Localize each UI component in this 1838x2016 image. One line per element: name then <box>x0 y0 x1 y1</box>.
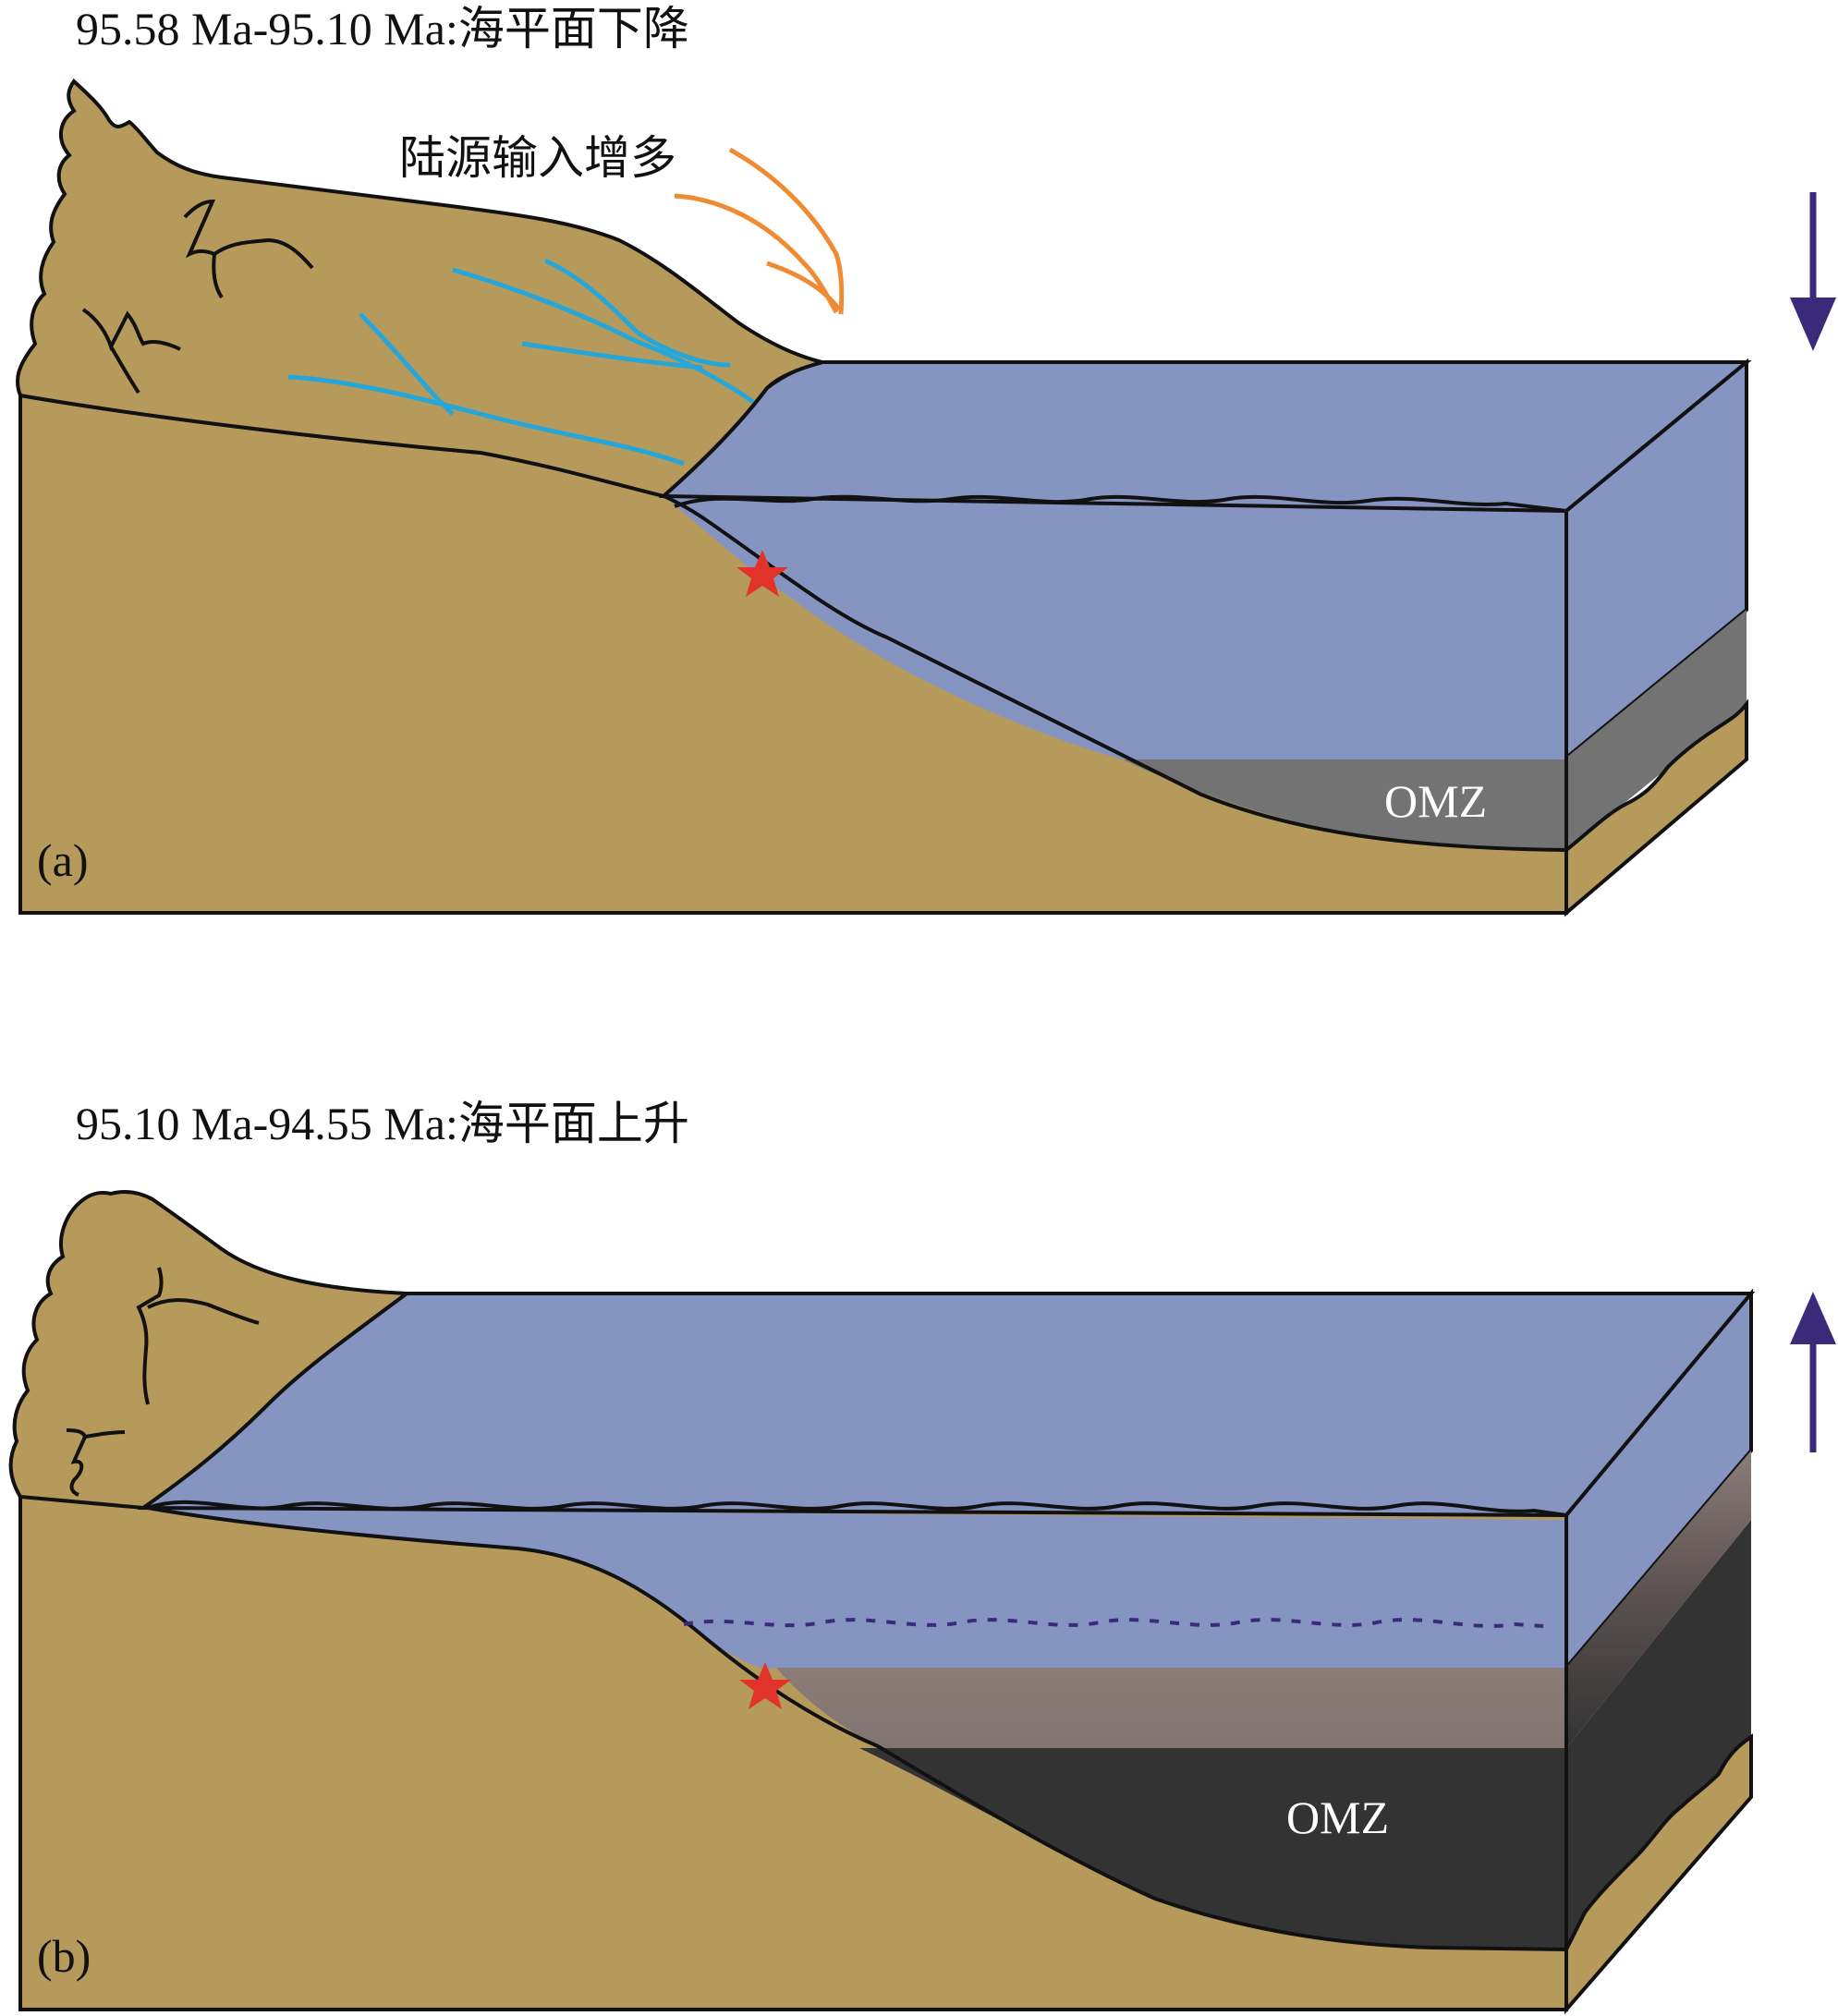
panel-b-seabed-line <box>147 1506 1567 1951</box>
panel-b-ridge-line-1 <box>136 1267 260 1405</box>
panel-a-ridge-line-1 <box>183 199 314 299</box>
panel-b-side-land <box>1564 1733 1753 2015</box>
panel-a-water-section <box>663 496 1566 759</box>
panel-a-omz-zone <box>1123 759 1566 850</box>
panel-b-side-transition <box>1566 1451 1751 1748</box>
panel-a-ridge-line-2 <box>81 308 181 395</box>
runoff-arrow-icon <box>674 147 845 315</box>
panel-b-water-section <box>148 1508 1566 1670</box>
panel-a-title: 95.58 Ma-95.10 Ma:海平面下降 <box>76 3 689 55</box>
panel-b-water-top <box>137 1292 1756 1518</box>
panel-a-rivers <box>287 258 755 467</box>
panel-a-wave-line <box>674 494 1567 513</box>
panel-b-omz-core <box>859 1748 1566 1949</box>
panel-b-side-omz <box>1566 1520 1751 1949</box>
panel-b-land-mass <box>8 1190 412 1511</box>
panel-b-wave-line <box>147 1500 1567 1517</box>
panel-a-label: (a) <box>37 834 89 886</box>
panel-a-annotation: 陆源输入增多 <box>399 132 676 184</box>
panel-b-ridge-line-2 <box>66 1428 126 1497</box>
sea-level-up-arrow <box>1790 1292 1836 1452</box>
sample-site-star-icon <box>736 550 788 597</box>
panel-a-side-land <box>1564 698 1748 917</box>
panel-a-omz-label: OMZ <box>1384 775 1487 827</box>
sea-level-down-arrow <box>1790 192 1836 351</box>
panel-b-title: 95.10 Ma-94.55 Ma:海平面上升 <box>76 1098 689 1149</box>
sample-site-star-b-icon <box>739 1662 791 1709</box>
panel-a-side-omz <box>1566 610 1747 850</box>
panel-b: 95.10 Ma-94.55 Ma:海平面上升 OMZ (b) <box>8 1098 1836 2015</box>
panel-b-label: (b) <box>37 1930 91 1982</box>
panel-b-omz-label: OMZ <box>1286 1791 1389 1843</box>
panel-a-water-top <box>658 360 1752 514</box>
panel-a-land-mass <box>16 78 823 499</box>
panel-a: 95.58 Ma-95.10 Ma:海平面下降 <box>16 3 1836 917</box>
panel-b-former-sea-level <box>683 1618 1544 1628</box>
